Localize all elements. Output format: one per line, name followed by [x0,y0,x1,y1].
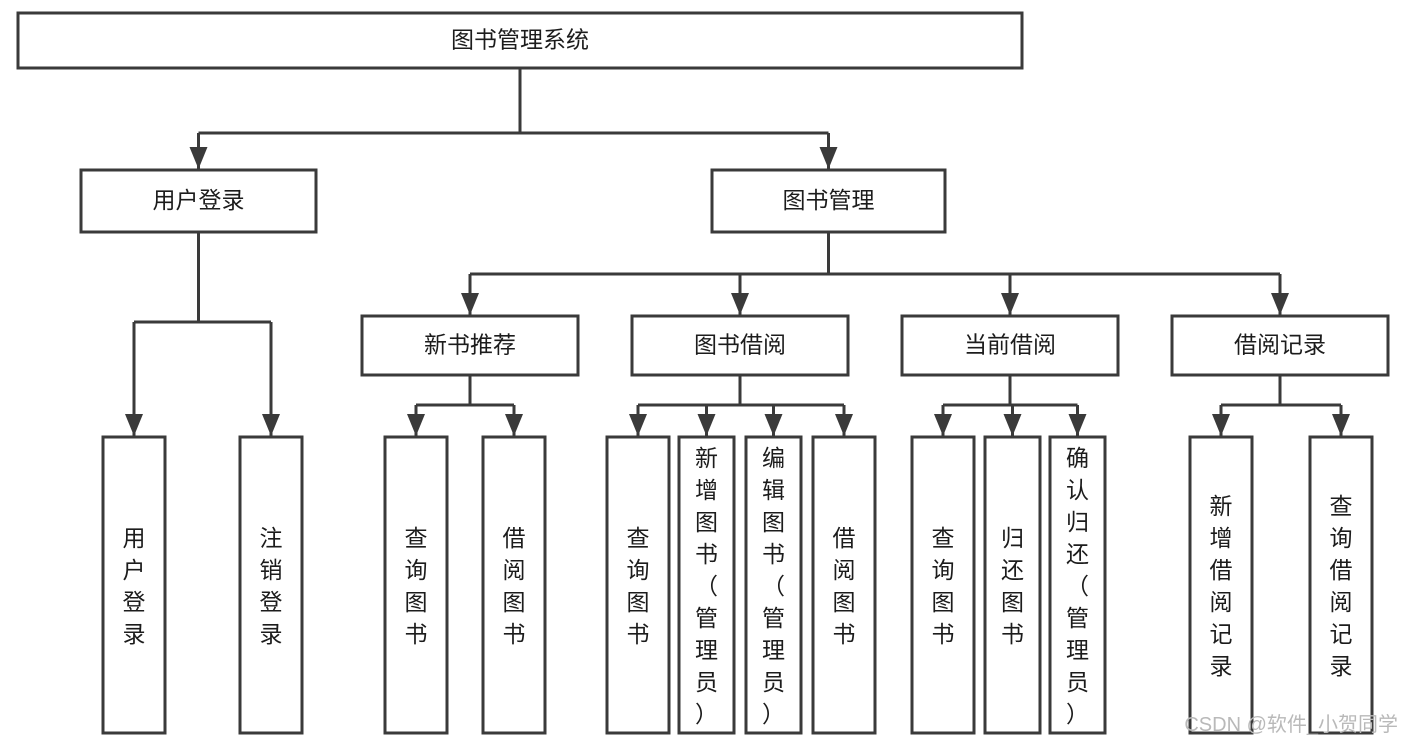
node-label-leaf-5: 新增图书（管理员） [695,445,718,727]
node-leaf-5[interactable]: 新增图书（管理员） [677,435,736,735]
node-label-leaf-8: 查询图书 [932,525,955,647]
node-leaf-12[interactable]: 查询借阅记录 [1308,435,1374,735]
node-box-leaf-6[interactable] [744,435,803,735]
node-root-0[interactable]: 图书管理系统 [16,11,1024,70]
node-leaf-8[interactable]: 查询图书 [910,435,976,735]
arrow-head-book-mgmt-3 [1271,293,1289,315]
arrow-head-book-mgmt-1 [731,293,749,315]
node-leaf-0[interactable]: 用户登录 [101,435,167,735]
node-box-leaf-7[interactable] [811,435,877,735]
node-label-leaf-0: 用户登录 [123,525,146,647]
arrow-head-l3-2-1 [1003,414,1022,436]
arrow-head-l3-1-2 [764,414,783,436]
arrow-head-l3-3-0 [1212,414,1230,436]
node-label-leaf-12: 查询借阅记录 [1330,493,1353,679]
node-leaf-6[interactable]: 编辑图书（管理员） [744,435,803,735]
node-leaf-1[interactable]: 注销登录 [238,435,304,735]
node-leaf-9[interactable]: 归还图书 [983,435,1042,735]
arrow-head-l3-2-2 [1068,414,1087,436]
node-box-l2-1[interactable] [710,168,947,234]
node-box-leaf-5[interactable] [677,435,736,735]
node-box-l3-3[interactable] [1170,314,1390,377]
node-label-leaf-1: 注销登录 [260,525,283,647]
node-label-leaf-10: 确认归还（管理员） [1066,445,1089,727]
arrow-head-root-1 [819,147,838,169]
node-label-l2-1: 图书管理 [783,187,875,213]
node-l3-3[interactable]: 借阅记录 [1170,314,1390,377]
node-leaf-10[interactable]: 确认归还（管理员） [1048,435,1107,735]
arrow-head-user-login-0 [125,414,143,436]
node-l2-0[interactable]: 用户登录 [79,168,318,234]
node-box-l3-2[interactable] [900,314,1120,377]
arrow-head-l3-1-0 [629,414,647,436]
node-label-l3-3: 借阅记录 [1234,332,1326,358]
node-label-leaf-9: 归还图书 [1001,525,1024,647]
node-l3-0[interactable]: 新书推荐 [360,314,580,377]
arrow-head-l3-1-1 [697,414,716,436]
node-label-l3-1: 图书借阅 [694,332,786,358]
node-label-leaf-7: 借阅图书 [833,525,856,647]
arrow-head-user-login-1 [262,414,280,436]
node-box-leaf-10[interactable] [1048,435,1107,735]
arrow-head-l3-1-3 [835,414,853,436]
node-box-leaf-2[interactable] [383,435,449,735]
node-box-leaf-4[interactable] [605,435,671,735]
node-label-leaf-3: 借阅图书 [503,525,526,647]
node-label-root-0: 图书管理系统 [451,27,589,53]
node-label-leaf-6: 编辑图书（管理员） [762,445,785,727]
node-leaf-4[interactable]: 查询图书 [605,435,671,735]
node-box-leaf-0[interactable] [101,435,167,735]
node-box-l3-0[interactable] [360,314,580,377]
node-leaf-2[interactable]: 查询图书 [383,435,449,735]
node-label-leaf-11: 新增借阅记录 [1210,493,1233,679]
node-box-leaf-1[interactable] [238,435,304,735]
node-label-l3-0: 新书推荐 [424,332,516,358]
node-label-l3-2: 当前借阅 [964,332,1056,358]
node-box-leaf-8[interactable] [910,435,976,735]
node-leaf-7[interactable]: 借阅图书 [811,435,877,735]
node-leaf-11[interactable]: 新增借阅记录 [1188,435,1254,735]
connectors-layer [125,68,1350,436]
arrow-head-l3-0-0 [407,414,425,436]
node-box-leaf-9[interactable] [983,435,1042,735]
nodes-layer: 图书管理系统用户登录图书管理新书推荐图书借阅当前借阅借阅记录用户登录注销登录查询… [16,11,1390,735]
node-l3-2[interactable]: 当前借阅 [900,314,1120,377]
arrow-head-l3-2-0 [934,414,952,436]
node-box-leaf-12[interactable] [1308,435,1374,735]
arrow-head-book-mgmt-2 [1001,293,1019,315]
node-label-l2-0: 用户登录 [153,187,245,213]
node-l3-1[interactable]: 图书借阅 [630,314,850,377]
node-box-l3-1[interactable] [630,314,850,377]
node-leaf-3[interactable]: 借阅图书 [481,435,547,735]
node-l2-1[interactable]: 图书管理 [710,168,947,234]
arrow-head-book-mgmt-0 [461,293,479,315]
watermark-label: CSDN @软件_小贺同学 [1184,713,1398,736]
node-box-leaf-11[interactable] [1188,435,1254,735]
arrow-head-root-0 [189,147,208,169]
node-box-leaf-3[interactable] [481,435,547,735]
node-label-leaf-4: 查询图书 [627,525,650,647]
node-box-l2-0[interactable] [79,168,318,234]
arrow-head-l3-0-1 [505,414,523,436]
arrow-head-l3-3-1 [1332,414,1350,436]
node-box-root-0[interactable] [16,11,1024,70]
node-label-leaf-2: 查询图书 [405,525,428,647]
